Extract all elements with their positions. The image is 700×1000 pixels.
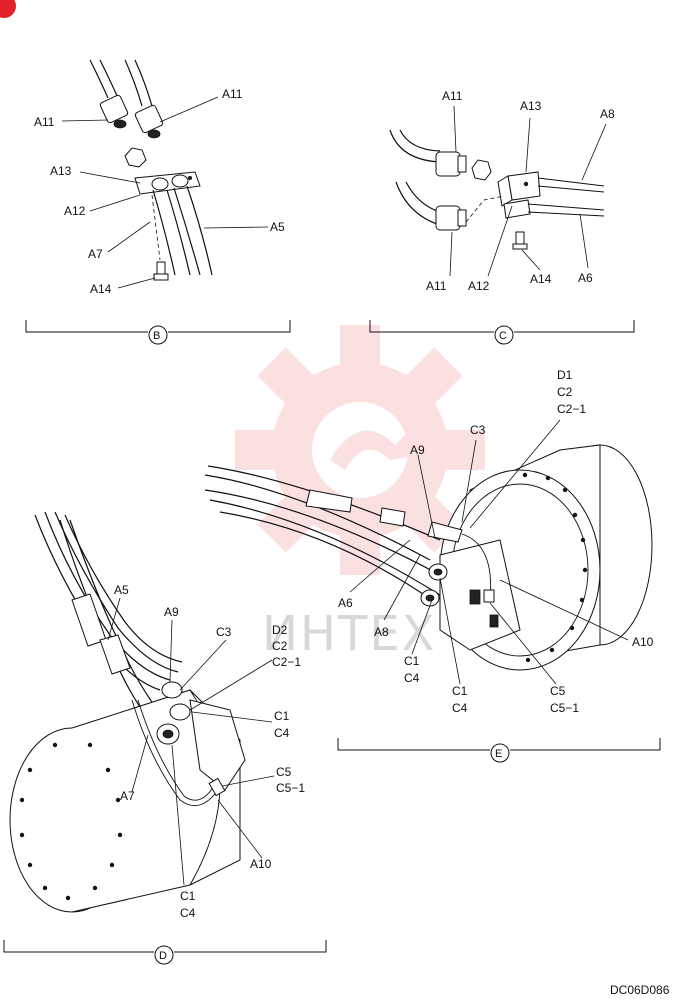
label-d1: D1	[557, 368, 573, 382]
label-d2: D2	[272, 623, 288, 637]
label-c1: C1	[274, 709, 290, 723]
label-c2: C2	[272, 639, 288, 653]
label-a7: A7	[120, 789, 135, 803]
view-e-bracket	[337, 738, 661, 751]
label-a7: A7	[88, 247, 103, 261]
label-a14: A14	[530, 272, 552, 286]
label-c2-1: C2−1	[272, 655, 301, 669]
label-a13: A13	[520, 99, 542, 113]
label-c5: C5	[276, 765, 292, 779]
label-a8: A8	[600, 107, 615, 121]
label-c4: C4	[404, 671, 420, 685]
label-a6: A6	[338, 596, 353, 610]
label-c2-1: C2−1	[557, 402, 586, 416]
view-c: A11 A13 A8 A11 A12 A14 A6 C	[369, 89, 635, 345]
label-c5: C5	[550, 684, 566, 698]
label-c1: C1	[180, 889, 196, 903]
label-c3: C3	[216, 625, 232, 639]
view-b-caption: B	[153, 330, 160, 342]
label-a9: A9	[164, 605, 179, 619]
label-c4: C4	[452, 701, 468, 715]
label-a10: A10	[250, 857, 272, 871]
view-b-bracket	[25, 320, 291, 333]
label-a5: A5	[114, 583, 129, 597]
view-d-caption: D	[159, 950, 167, 962]
label-c3: C3	[470, 423, 486, 437]
label-c1: C1	[404, 654, 420, 668]
label-a11: A11	[442, 89, 463, 103]
label-c4: C4	[274, 726, 290, 740]
view-e-caption: E	[495, 748, 502, 760]
label-a11: A11	[222, 87, 243, 101]
label-a10: A10	[632, 635, 654, 649]
label-a12: A12	[64, 204, 86, 218]
label-a14: A14	[90, 282, 112, 296]
label-a6: A6	[578, 271, 593, 285]
view-e: D1 C2 C2−1 C3 A9 A6 A8 A10 C1 C4 C1 C4 C…	[204, 368, 661, 763]
label-a8: A8	[374, 625, 389, 639]
label-c4: C4	[180, 906, 196, 920]
view-c-caption: C	[499, 330, 507, 342]
label-c5-1: C5−1	[550, 701, 579, 715]
view-b: A11 A11 A13 A12 A7 A5 A14 B	[25, 59, 291, 345]
label-a5: A5	[270, 220, 285, 234]
corner-badge	[0, 0, 16, 18]
label-c1: C1	[452, 684, 468, 698]
view-c-bracket	[369, 320, 635, 333]
label-a13: A13	[50, 164, 72, 178]
label-a12: A12	[468, 279, 490, 293]
label-a9: A9	[410, 443, 425, 457]
label-a11: A11	[34, 115, 55, 129]
view-d-bracket	[3, 940, 327, 953]
label-c2: C2	[557, 385, 573, 399]
label-c5-1: C5−1	[276, 781, 305, 795]
watermark-text: ИНТЕХ	[262, 606, 437, 662]
view-d: A5 A9 C3 D2 C2 C2−1 C1 C4 C5 C5−1 A7 A10…	[3, 511, 327, 965]
figure-code: DC06D086	[610, 983, 670, 997]
label-a11: A11	[426, 279, 447, 293]
